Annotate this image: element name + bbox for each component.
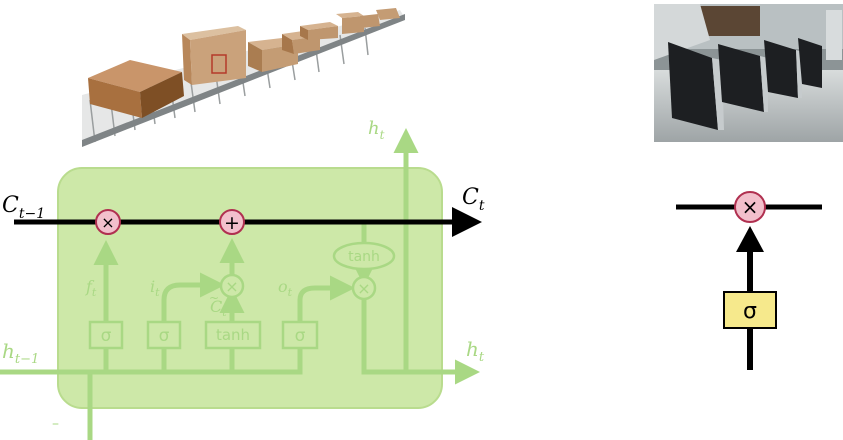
- hidden-out-right-label: ht: [466, 337, 485, 365]
- output-label: ot: [278, 277, 293, 299]
- output-times: ×: [357, 279, 370, 298]
- candidate-multiply: [219, 273, 245, 299]
- forget-sigma-label: σ: [101, 326, 112, 346]
- gate-arrowhead: [736, 226, 764, 252]
- forget-multiply-symbol: ×: [101, 213, 114, 232]
- gate-multiply-node: [734, 191, 766, 223]
- output-gate-sigma: [281, 320, 319, 350]
- turnstile-gates-photo: [654, 4, 843, 142]
- candidate-tanh-label: tanh: [216, 326, 250, 344]
- forget-multiply-node: [95, 209, 121, 235]
- input-stub-label: –: [52, 416, 59, 432]
- gate-sigma-box: [723, 291, 777, 329]
- input-gate-sigma: [146, 320, 182, 350]
- output-sigma-label: σ: [295, 326, 306, 346]
- forget-label: ft: [85, 277, 97, 299]
- input-label: it: [150, 277, 160, 299]
- cardboard-boxes: [88, 8, 400, 118]
- forget-gate-sigma: [88, 320, 124, 350]
- cell-in-label: Ct−1: [2, 193, 45, 222]
- gate-sigma-label: σ: [743, 299, 757, 324]
- candidate-label: Ct: [210, 297, 227, 319]
- candidate-times: ×: [225, 277, 238, 296]
- gate-detail-diagram: σ ×: [676, 191, 822, 370]
- cell-tanh-label: tanh: [348, 249, 380, 265]
- input-sigma-label: σ: [159, 326, 170, 346]
- add-symbol: +: [224, 212, 240, 234]
- candidate-tanh: [204, 320, 262, 350]
- hidden-out-top-label: ht: [368, 118, 385, 142]
- add-node: [219, 209, 245, 235]
- hidden-in-label: ht−1: [2, 339, 39, 367]
- lstm-cell: σ σ tanh σ tanh × × ft it Ct ot ~ ht−1 h…: [0, 118, 485, 440]
- svg-text:~: ~: [209, 291, 219, 305]
- output-multiply: [351, 275, 377, 301]
- conveyor-belt-photo: [82, 8, 405, 147]
- cell-tanh: [332, 241, 396, 271]
- cell-out-label: Ct: [462, 185, 485, 214]
- gate-multiply-symbol: ×: [742, 195, 759, 219]
